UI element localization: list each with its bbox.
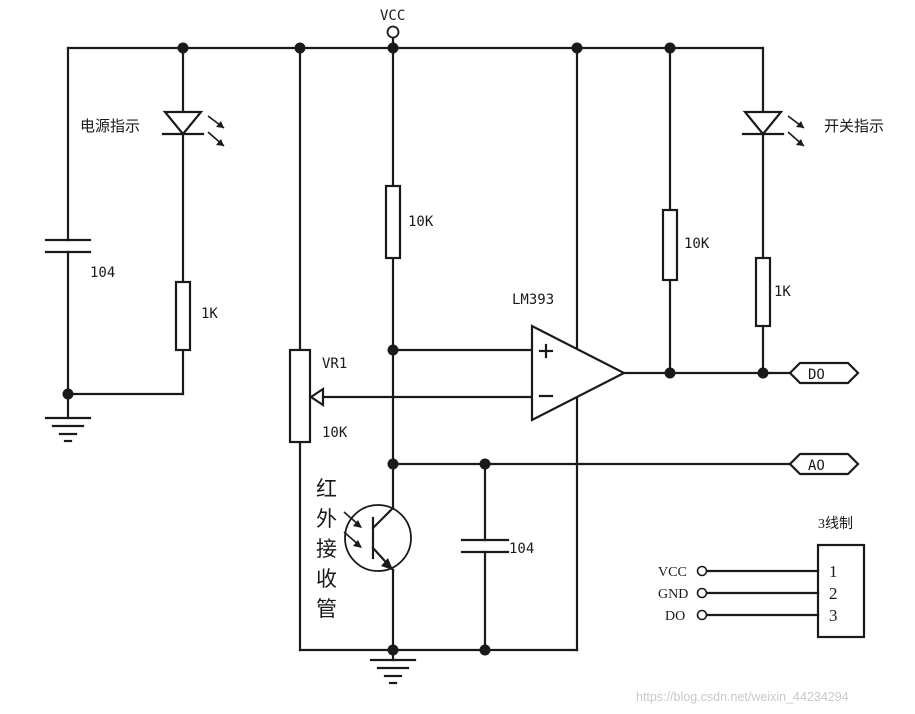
ir-label-char-1: 红 xyxy=(316,477,337,501)
connector-pin-3: DO 3 xyxy=(665,606,838,625)
c1-value-label: 104 xyxy=(90,265,115,281)
r-pullup-left-value: 10K xyxy=(408,214,434,230)
connector-body xyxy=(816,543,866,639)
connector-pin-2-number: 2 xyxy=(829,584,838,603)
resistor-1k-switch xyxy=(754,256,772,328)
resistor-1k-power xyxy=(174,280,192,352)
resistor-10k-output xyxy=(661,208,679,282)
comparator-label: LM393 xyxy=(512,292,554,308)
ir-label-char-5: 管 xyxy=(316,597,337,621)
connector-pin-1-number: 1 xyxy=(829,562,838,581)
ir-label-char-3: 接 xyxy=(316,537,337,561)
do-port-label: DO xyxy=(808,367,825,383)
resistor-10k-pullup xyxy=(384,184,402,260)
watermark-text: https://blog.csdn.net/weixin_44234294 xyxy=(636,690,849,704)
ao-port-tag xyxy=(788,452,860,476)
connector-title: 3线制 xyxy=(818,516,853,532)
capacitor-ao xyxy=(460,462,510,652)
power-led-diode xyxy=(161,110,225,147)
center-column xyxy=(391,46,792,662)
r-power-led-value: 1K xyxy=(201,306,218,322)
c2-value-label: 104 xyxy=(509,541,534,557)
connector-pin-2-name: GND xyxy=(658,587,688,602)
ir-label-char-4: 收 xyxy=(316,567,337,591)
r-switch-led-value: 1K xyxy=(774,284,791,300)
vcc-rail xyxy=(66,25,765,50)
switch-led-diode xyxy=(741,110,805,147)
ir-receiver-label: 红 外 接 收 管 xyxy=(316,477,337,621)
ir-label-char-2: 外 xyxy=(316,507,337,531)
switch-led-label: 开关指示 xyxy=(824,117,884,135)
connector-pin-3-name: DO xyxy=(665,609,685,624)
connector-pin-1-name: VCC xyxy=(658,565,687,580)
vcc-label: VCC xyxy=(380,8,405,24)
junction-dots xyxy=(62,42,769,656)
ao-port-label: AO xyxy=(808,458,825,474)
potentiometer-branch xyxy=(288,46,534,652)
vr1-value-label: 10K xyxy=(322,425,348,441)
do-port-tag xyxy=(788,361,860,385)
power-indicator-branch xyxy=(44,46,185,420)
connector-pin-3-number: 3 xyxy=(829,606,838,625)
ir-phototransistor xyxy=(343,504,412,572)
r-pullup-out-value: 10K xyxy=(684,236,710,252)
connector-pin-2: GND 2 xyxy=(658,584,838,603)
vr1-name-label: VR1 xyxy=(322,356,347,372)
connector-pin-1: VCC 1 xyxy=(658,562,838,581)
power-led-label: 电源指示 xyxy=(80,117,140,135)
lm393-comparator xyxy=(530,324,792,422)
ground-symbol-left xyxy=(44,416,92,443)
